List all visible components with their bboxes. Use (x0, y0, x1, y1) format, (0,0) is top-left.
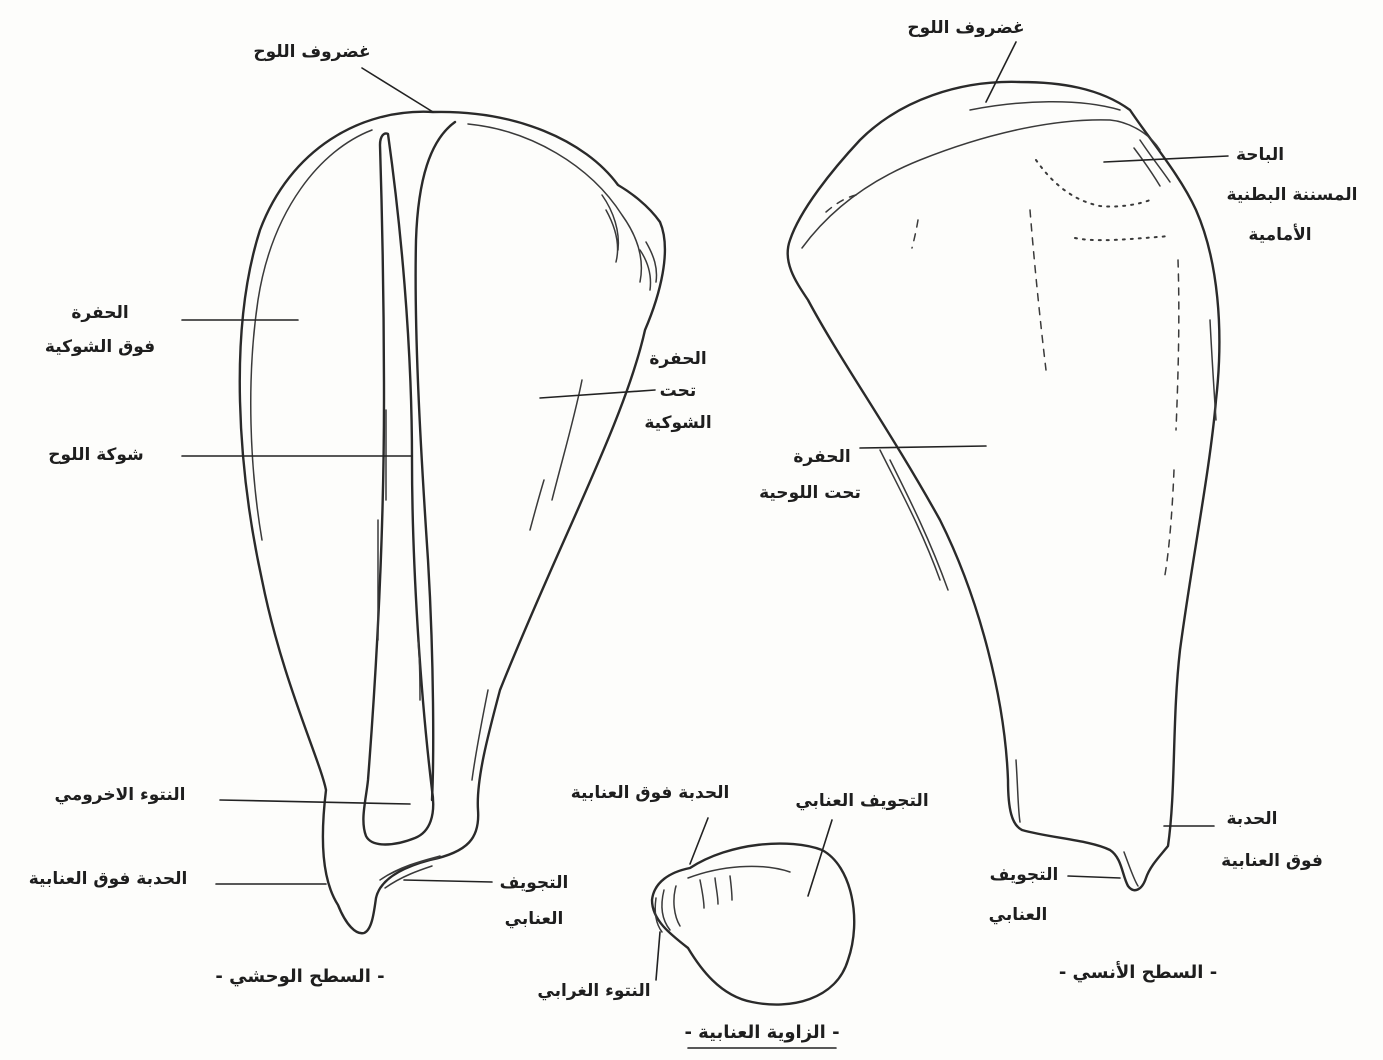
caption-lateral-surface: - السطح الوحشي - (215, 966, 384, 987)
medial-inner-rim (802, 120, 1160, 248)
label-supraglenoid-right-line1: الحدبة (1227, 809, 1278, 829)
serrated-area-boundary (1036, 160, 1150, 207)
label-glenoid-left-line1: التجويف (500, 873, 569, 893)
label-supraglenoid-left: الحدبة فوق العنابية (29, 869, 188, 889)
lateral-scapula-outline (240, 112, 665, 934)
label-acromion: النتوء الاخرومي (55, 785, 186, 805)
label-serrated-line1: الباحة (1236, 145, 1284, 165)
label-layer: غضروف اللوح الحفرة فوق الشوكية شوكة اللو… (29, 18, 1358, 1043)
label-glenoid-right-line2: العنابي (989, 905, 1048, 925)
label-subscapular-line2: تحت اللوحية (759, 483, 861, 503)
label-glenoid-left-line2: العنابي (505, 909, 564, 929)
label-infraspinous-line3: الشوكية (644, 413, 711, 433)
lateral-scapula-drawing (240, 112, 665, 934)
label-infraspinous-line1: الحفرة (649, 349, 706, 369)
lateral-inner-rim (251, 130, 372, 540)
label-glenoid-right-line1: التجويف (990, 865, 1059, 885)
label-serrated-line3: الأمامية (1248, 224, 1311, 245)
label-supraglenoid-center: الحدبة فوق العنابية (571, 783, 730, 803)
label-glenoid-center: التجويف العنابي (795, 791, 928, 811)
label-coracoid: النتوء الغرابي (537, 981, 650, 1001)
lateral-inner-rim-2 (468, 124, 641, 282)
label-cartilage-left: غضروف اللوح (253, 42, 370, 62)
label-supraspinous-line2: فوق الشوكية (45, 337, 155, 357)
glenoid-outline (652, 844, 854, 1005)
label-supraspinous-line1: الحفرة (71, 303, 128, 323)
caption-glenoid-view: - الزاوية العنابية - (684, 1022, 839, 1043)
label-subscapular-line1: الحفرة (793, 447, 850, 467)
infraspinous-fossa-edge (416, 122, 455, 800)
label-spine: شوكة اللوح (48, 445, 144, 465)
label-serrated-line2: المسننة البطنية (1227, 185, 1358, 205)
label-cartilage-right: غضروف اللوح (907, 18, 1024, 38)
caption-medial-surface: - السطح الأنسي - (1059, 961, 1217, 983)
glenoid-view-drawing (652, 844, 854, 1005)
label-supraglenoid-right-line2: فوق العنابية (1221, 851, 1323, 871)
label-infraspinous-line2: تحت (660, 381, 697, 401)
